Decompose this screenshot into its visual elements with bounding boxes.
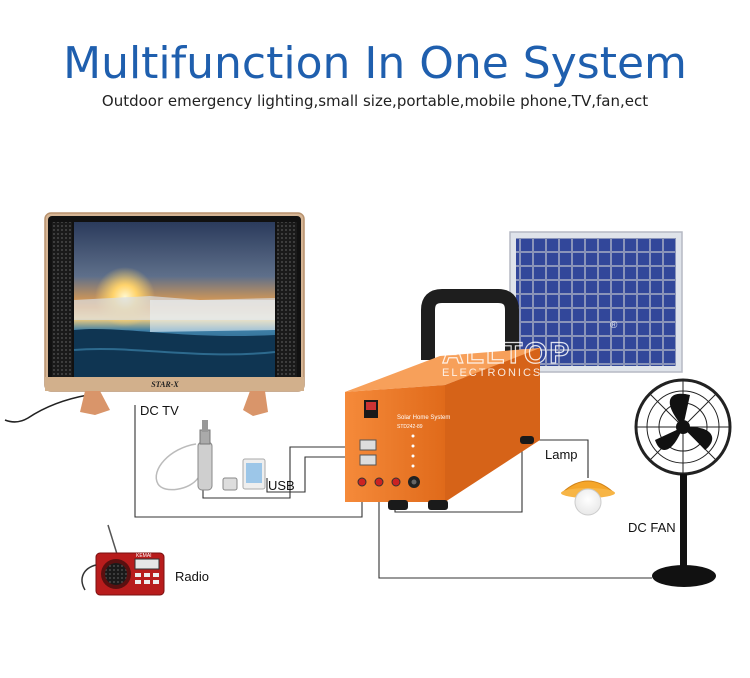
lamp-icon	[561, 470, 615, 516]
tv-icon	[44, 212, 305, 416]
power-box-icon	[345, 289, 540, 510]
phone-icon	[242, 458, 266, 490]
page-title: Multifunction In One System	[63, 38, 687, 89]
tv-brand: STAR-X	[151, 380, 179, 389]
label-usb: USB	[268, 478, 295, 493]
solar-panel-icon	[509, 231, 683, 373]
svg-text:®: ®	[610, 320, 618, 331]
box-label: Solar Home System	[397, 415, 450, 421]
radio-brand: KEMAI	[136, 553, 152, 559]
label-lamp: Lamp	[545, 447, 578, 462]
wiring	[4, 394, 652, 579]
box-model: STD242-89	[397, 424, 423, 430]
label-radio: Radio	[175, 569, 209, 584]
label-dc-fan: DC FAN	[628, 520, 676, 535]
radio-icon	[81, 524, 165, 596]
watermark-sub: ELECTRONICS	[442, 367, 542, 379]
label-dc-tv: DC TV	[140, 403, 179, 418]
page-subtitle: Outdoor emergency lighting,small size,po…	[101, 92, 649, 110]
flashlight-icon	[155, 420, 238, 491]
watermark-logo: ALLTOP	[442, 337, 571, 370]
fan-icon	[634, 378, 732, 587]
